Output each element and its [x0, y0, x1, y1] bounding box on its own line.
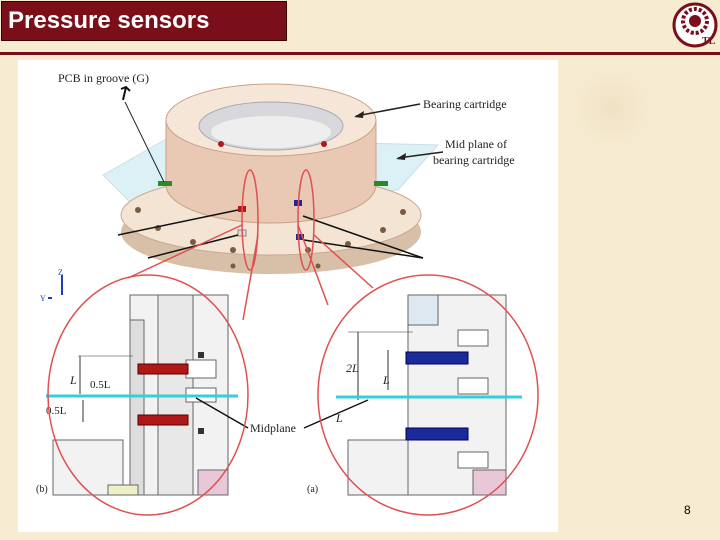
- institute-logo: TL: [672, 2, 718, 48]
- sensor-b-lower: [137, 414, 189, 426]
- bearing-3d-view: [102, 83, 440, 274]
- dim-a-2L: 2L: [346, 361, 359, 375]
- section-view-a: 2L L L (a): [307, 294, 507, 496]
- axis-z-label: Z: [58, 268, 63, 277]
- sensor-leader-1: [117, 209, 239, 236]
- midplane-leader-right: [303, 399, 369, 429]
- label-mid-plane-1: Mid plane of: [445, 137, 507, 151]
- pcb-groove-right: [374, 181, 388, 186]
- pcb-arrowhead: [120, 85, 131, 101]
- bearing-bore-inner: [211, 116, 331, 148]
- dim-b-0-5L-upper: 0.5L: [90, 379, 111, 391]
- sensor-a-lower: [405, 427, 469, 441]
- title-rule: [0, 52, 720, 55]
- sensor-leader-2: [147, 234, 239, 259]
- panel-a-label: (a): [307, 484, 318, 495]
- dim-b-0-5L-lower: 0.5L: [46, 405, 67, 417]
- sensor-diagram: PCB in groove (G) Bearing cartridge Mid …: [36, 71, 539, 516]
- figure-panel: PCB in groove (G) Bearing cartridge Mid …: [18, 60, 558, 532]
- axis-y-label: Y: [40, 294, 46, 303]
- bearing-leader: [355, 103, 421, 117]
- callout-ellipses: [47, 169, 539, 516]
- sensor-3d-blue-2: [296, 234, 304, 240]
- label-pcb-groove: PCB in groove (G): [58, 71, 149, 85]
- mid-plane-leader: [397, 151, 444, 159]
- label-mid-plane-2: bearing cartridge: [433, 153, 515, 167]
- panel-b-label: (b): [36, 484, 48, 495]
- sensor-a-upper: [405, 351, 469, 365]
- label-midplane: Midplane: [250, 421, 296, 435]
- pcb-leader: [124, 101, 165, 183]
- title-box: Pressure sensors: [1, 1, 287, 41]
- dim-b-L: L: [69, 373, 77, 387]
- slide-title: Pressure sensors: [8, 7, 210, 34]
- sensor-b-upper: [137, 363, 189, 375]
- sensor-leader-3: [302, 215, 424, 259]
- pcb-groove-left: [158, 181, 172, 186]
- dim-a-L-upper: L: [382, 373, 390, 387]
- dim-a-L-lower: L: [335, 411, 343, 425]
- logo-text: TL: [702, 36, 716, 47]
- page-number: 8: [684, 503, 691, 517]
- midplane-leader-left: [195, 397, 249, 429]
- label-bearing-cartridge: Bearing cartridge: [423, 97, 507, 111]
